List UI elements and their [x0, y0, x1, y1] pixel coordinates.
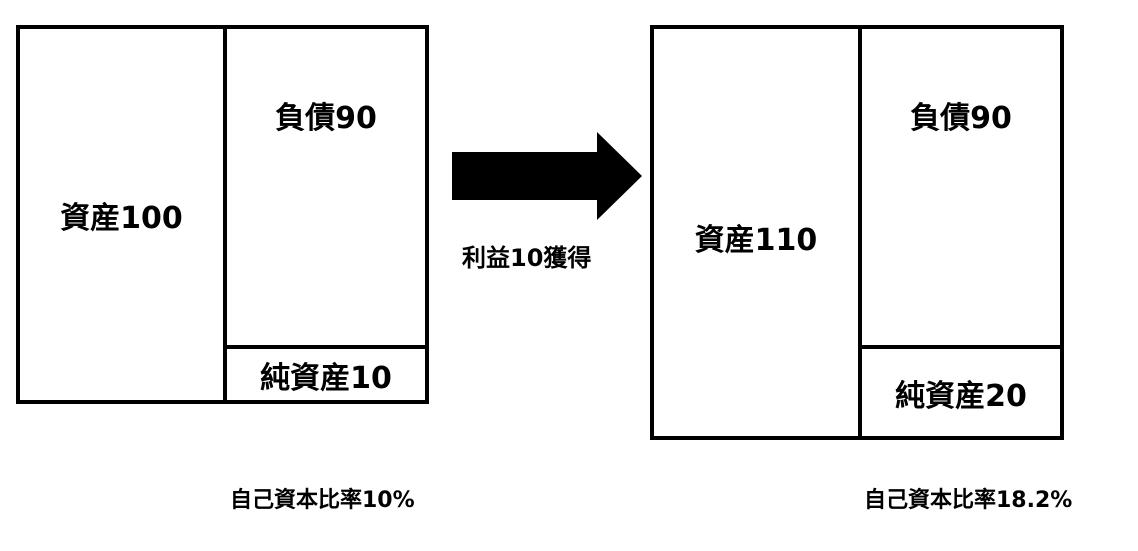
assets-label-before: 資産100 [60, 200, 183, 236]
net-assets-label-after: 純資産20 [895, 378, 1027, 414]
divider-horizontal-before [227, 345, 425, 349]
liabilities-cell-before: 負債90 [227, 29, 425, 345]
equity-ratio-caption-before: 自己資本比率10% [230, 488, 415, 513]
equity-ratio-caption-after: 自己資本比率18.2% [864, 488, 1073, 513]
liabilities-label-before: 負債90 [275, 101, 377, 136]
right-arrow-icon [452, 132, 642, 220]
net-assets-cell-before: 純資産10 [227, 349, 425, 400]
divider-horizontal-after [862, 345, 1060, 349]
divider-vertical-before [223, 29, 227, 400]
assets-cell-before: 資産100 [20, 29, 223, 400]
assets-label-after: 資産110 [694, 222, 818, 258]
balance-sheet-after: 資産110 負債90 純資産20 [650, 25, 1064, 440]
transition-arrow [452, 132, 642, 224]
balance-sheet-before: 資産100 負債90 純資産10 [16, 25, 429, 404]
divider-vertical-after [858, 29, 862, 436]
liabilities-cell-after: 負債90 [862, 29, 1060, 345]
transition-label: 利益10獲得 [462, 244, 592, 272]
net-assets-cell-after: 純資産20 [862, 349, 1060, 436]
liabilities-label-after: 負債90 [910, 101, 1012, 136]
assets-cell-after: 資産110 [654, 29, 858, 436]
net-assets-label-before: 純資産10 [260, 360, 392, 396]
